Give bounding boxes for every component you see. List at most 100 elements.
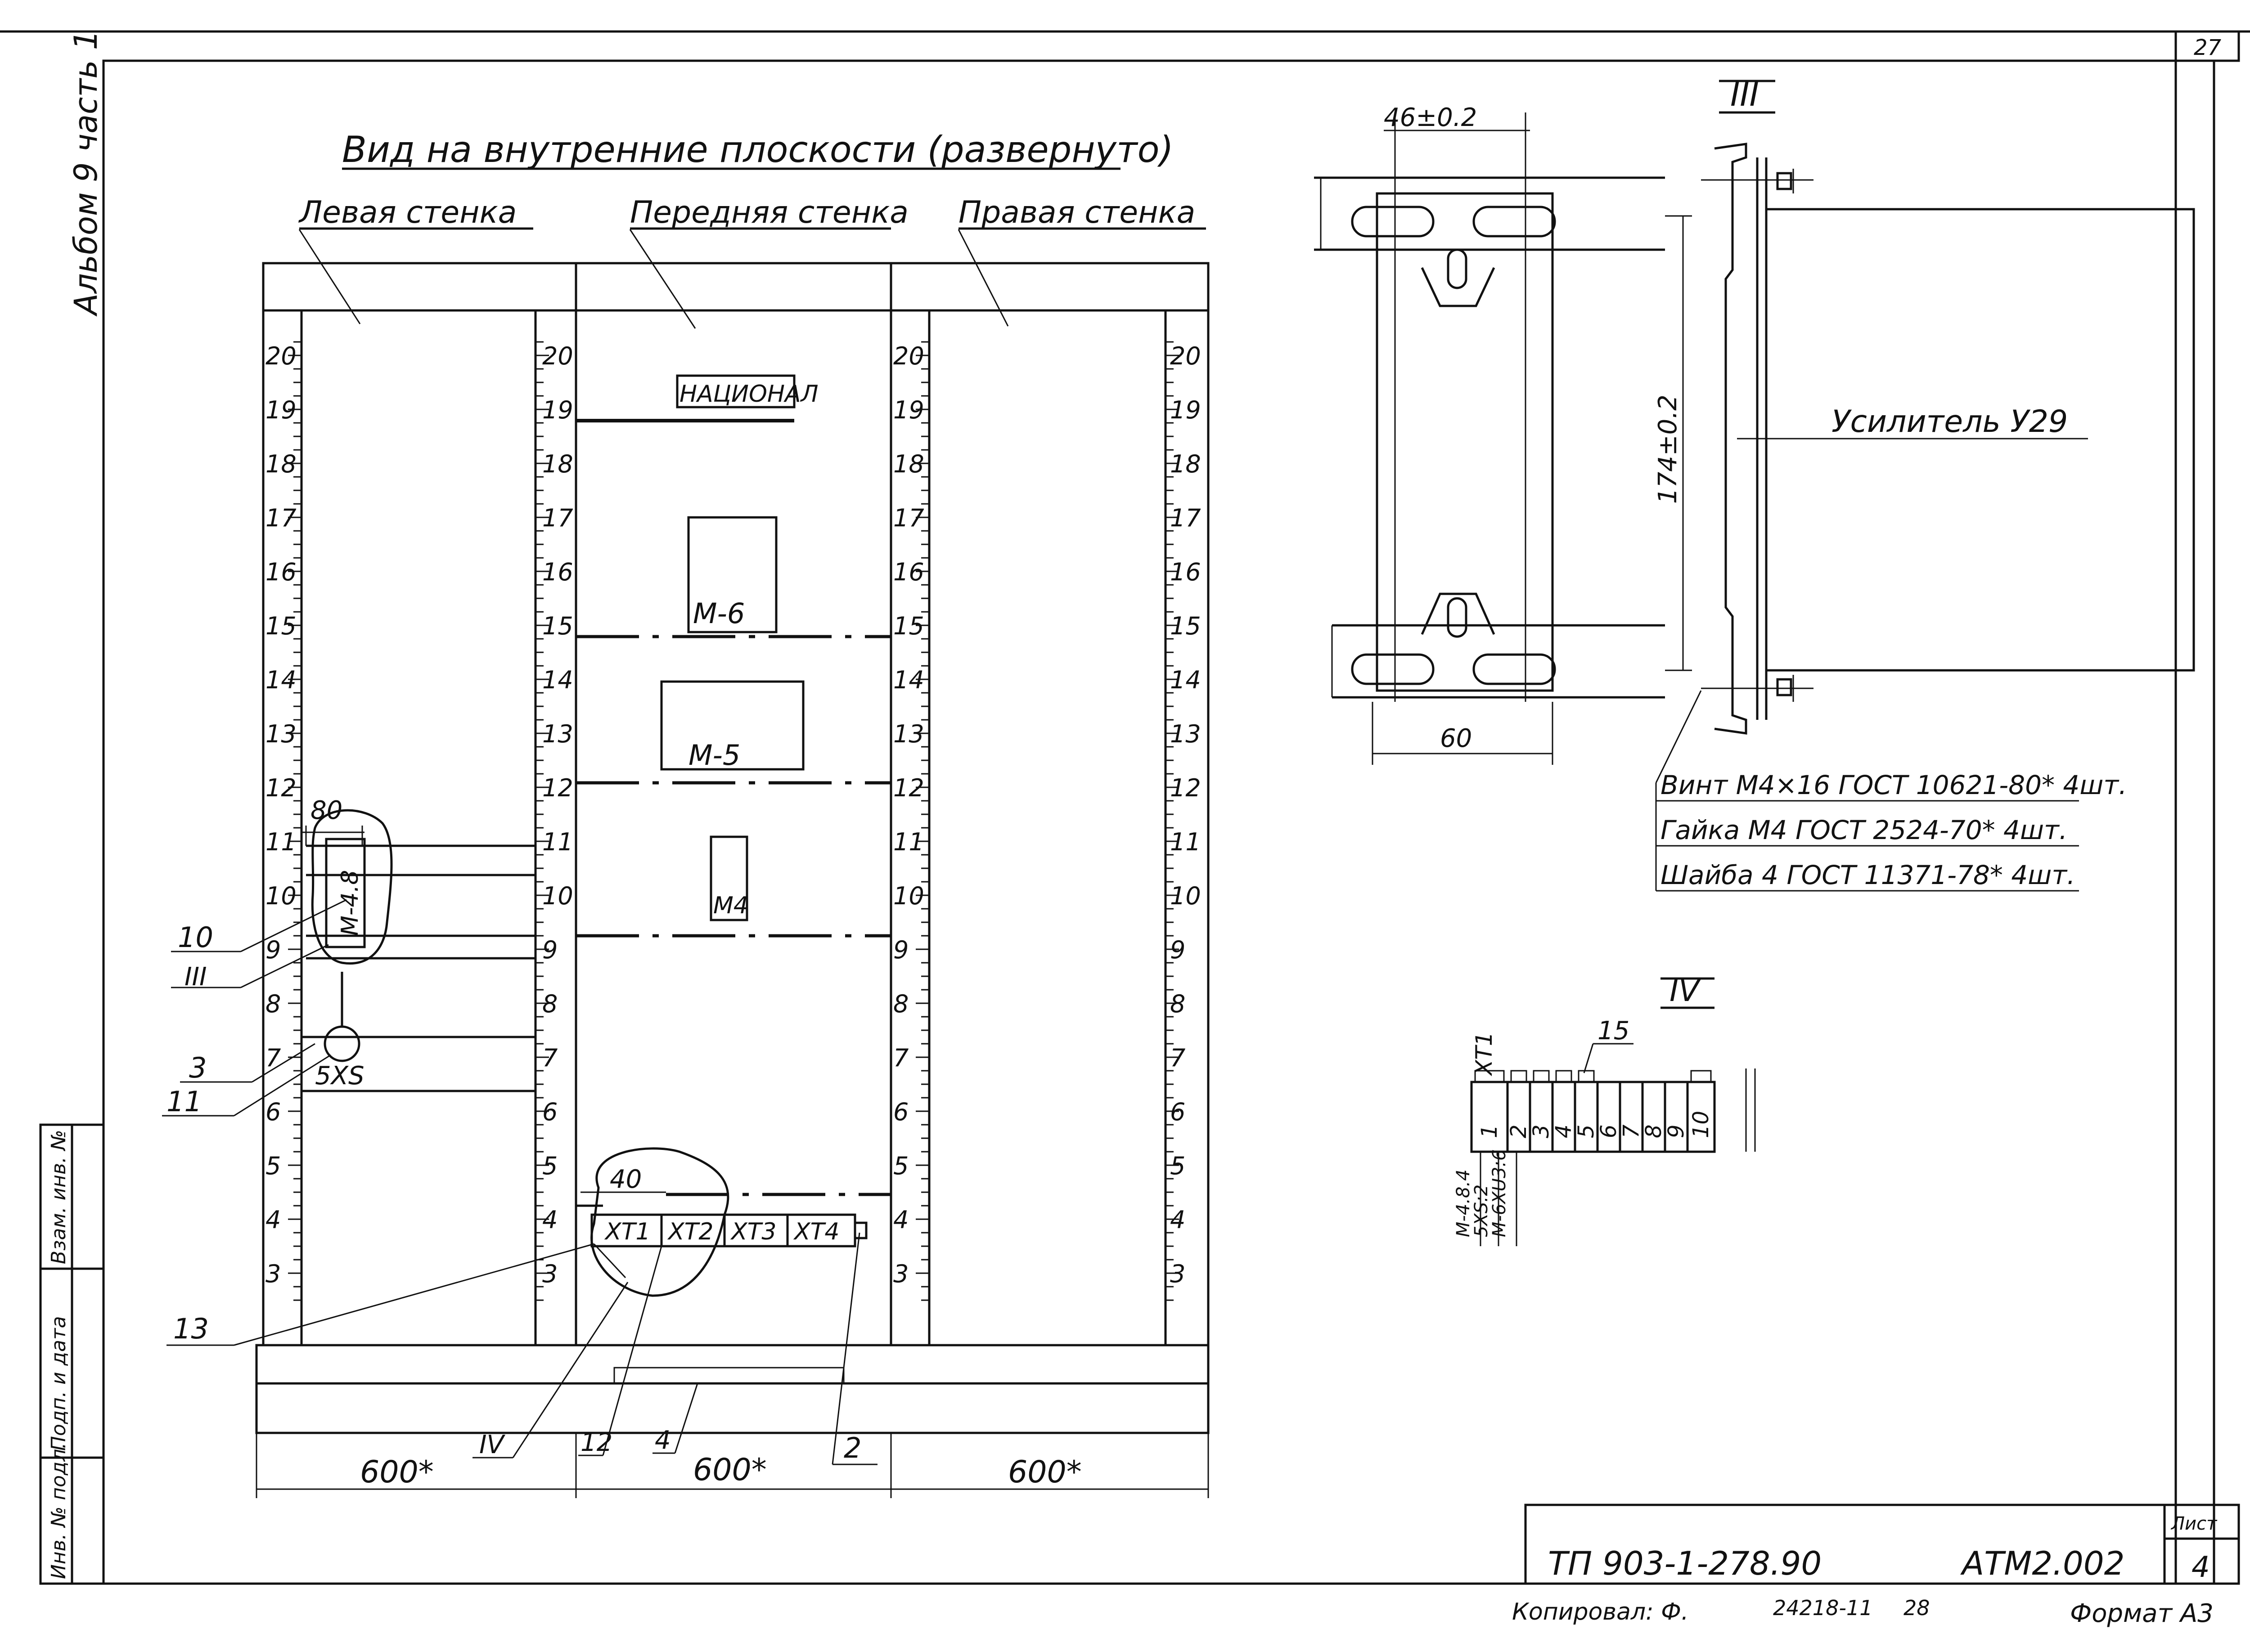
callout-2: 2	[844, 1432, 861, 1464]
terminal-cell-label: 4	[1551, 1124, 1576, 1138]
rail-scales: 2019181716151413121110987654320191817161…	[266, 341, 1201, 1301]
panel-title-front: Передняя стенка	[630, 195, 909, 230]
scale-number: 9	[893, 936, 909, 964]
terminal-clip	[1578, 1070, 1595, 1083]
terminal-cell-label: 9	[1664, 1124, 1689, 1138]
device-m4	[710, 835, 748, 921]
terminal-clip	[1555, 1070, 1572, 1083]
title-block: ТП 903-1-278.90 АТМ2.002 Лист 4 Копирова…	[1512, 1504, 2240, 1628]
scale-number: 8	[266, 990, 281, 1018]
scale-number: 6	[266, 1098, 281, 1126]
terminal-cell-label: 8	[1641, 1124, 1666, 1138]
device-m5	[660, 680, 805, 771]
terminal-cell-label: 7	[1619, 1124, 1644, 1138]
terminal-xt3: XT3	[730, 1218, 776, 1245]
front-nameplate	[676, 374, 796, 409]
scale-number: 8	[893, 990, 909, 1018]
scale-number: 7	[266, 1044, 281, 1072]
scale-number: 4	[893, 1206, 909, 1234]
format-label: Формат А3	[2070, 1599, 2214, 1628]
side-stamp: Инв. № подл. Подп. и дата Взам. инв. №	[39, 1123, 105, 1585]
scale-number: 5	[893, 1152, 909, 1180]
dim-174: 174±0.2	[1653, 395, 1683, 504]
callout-15: 15	[1598, 1016, 1629, 1046]
wire-label-1: М-4.8.4	[1453, 1169, 1474, 1237]
amplifier-label: Усилитель У29	[1832, 404, 2068, 440]
scale-number: 6	[893, 1098, 909, 1126]
connector-5xs	[324, 1025, 360, 1062]
sheet-number: 4	[2192, 1551, 2210, 1584]
dim-600-front: 600*	[693, 1452, 767, 1488]
callout-iii: III	[184, 962, 207, 992]
stamp-replaced-inv: Взам. инв. №	[47, 1130, 70, 1264]
terminal-cell-label: 6	[1596, 1124, 1621, 1138]
device-m4-label: М4	[713, 892, 748, 919]
wire-label-3: М-6XU3:6	[1489, 1149, 1510, 1237]
terminal-cell-label: 10	[1688, 1111, 1714, 1138]
view-title: Вид на внутренние плоскости (развернуто)	[342, 129, 1174, 171]
scale-number: 5	[266, 1152, 281, 1180]
fastener-3: Шайба 4 ГОСТ 11371-78* 4шт.	[1660, 860, 2075, 890]
copied-by: Копировал: Ф.	[1512, 1598, 1688, 1625]
archive-number: 24218-11	[1773, 1596, 1872, 1620]
terminal-cell-label: 3	[1529, 1124, 1554, 1138]
scale-number: 4	[266, 1206, 281, 1234]
panel-title-right: Правая стенка	[958, 195, 1195, 230]
album-label: Альбом 9 часть 1	[68, 30, 104, 317]
archive-sheet: 28	[1904, 1596, 1930, 1620]
stamp-inv-no: Инв. № подл.	[47, 1442, 70, 1579]
amplifier-box	[1765, 208, 2195, 672]
sheet-label: Лист	[2170, 1513, 2218, 1534]
terminal-clip	[1690, 1070, 1712, 1083]
terminal-clip	[1474, 1070, 1505, 1083]
stamp-sign-date: Подп. и дата	[47, 1316, 70, 1451]
callout-4: 4	[655, 1426, 671, 1455]
front-nameplate-label: НАЦИОНАЛ	[680, 381, 819, 408]
fastener-1: Винт М4×16 ГОСТ 10621-80* 4шт.	[1660, 770, 2127, 800]
scale-number: 7	[893, 1044, 909, 1072]
fastener-2: Гайка М4 ГОСТ 2524-70* 4шт.	[1660, 815, 2067, 845]
terminal-clip	[1533, 1070, 1550, 1083]
device-m6	[687, 516, 778, 633]
doc-code: ТП 903-1-278.90	[1548, 1544, 1822, 1582]
callout-11: 11	[166, 1085, 202, 1118]
dim-46: 46±0.2	[1384, 103, 1477, 132]
panel-title-left: Левая стенка	[298, 195, 517, 230]
terminal-xt2: XT2	[667, 1218, 713, 1245]
dim-60: 60	[1440, 724, 1472, 753]
device-m5-label: М-5	[688, 739, 740, 772]
callout-12: 12	[580, 1428, 612, 1457]
scale-number: 3	[893, 1260, 909, 1288]
detail-iii-cloud	[311, 809, 393, 965]
sheet-frame: 27 Альбом 9 часть 1	[0, 30, 2250, 1585]
dim-600-left: 600*	[360, 1454, 434, 1490]
callout-iv: IV	[479, 1430, 506, 1459]
dim-600-right: 600*	[1008, 1454, 1082, 1490]
callout-13: 13	[173, 1312, 209, 1345]
callout-3: 3	[189, 1051, 207, 1084]
scale-number: 9	[266, 936, 281, 964]
drawing-code: АТМ2.002	[1960, 1544, 2124, 1582]
device-m48	[325, 838, 366, 948]
terminal-cell-label: 2	[1506, 1124, 1531, 1138]
dim-40: 40	[610, 1165, 642, 1194]
main-view: Вид на внутренние плоскости (развернуто)…	[162, 129, 1210, 1498]
terminal-cell-label: 1	[1477, 1124, 1502, 1138]
strip-label-xt1: XT1	[1471, 1032, 1497, 1077]
dim-80: 80	[310, 796, 342, 825]
terminal-clip	[1510, 1070, 1527, 1083]
terminal-xt1: XT1	[604, 1218, 650, 1245]
wire-label-2: 5XS:2	[1471, 1185, 1492, 1237]
scale-number: 3	[266, 1260, 281, 1288]
detail-iv-cloud	[590, 1147, 729, 1297]
detail-iii: III 46±0.2 60	[1314, 76, 2195, 892]
callout-10: 10	[178, 921, 213, 954]
device-m6-label: М-6	[693, 597, 745, 630]
terminal-xt4: XT4	[793, 1218, 839, 1245]
connector-5xs-label: 5XS	[315, 1061, 364, 1091]
sheet-number-top: 27	[2194, 35, 2222, 60]
terminal-cell-label: 5	[1574, 1124, 1599, 1138]
